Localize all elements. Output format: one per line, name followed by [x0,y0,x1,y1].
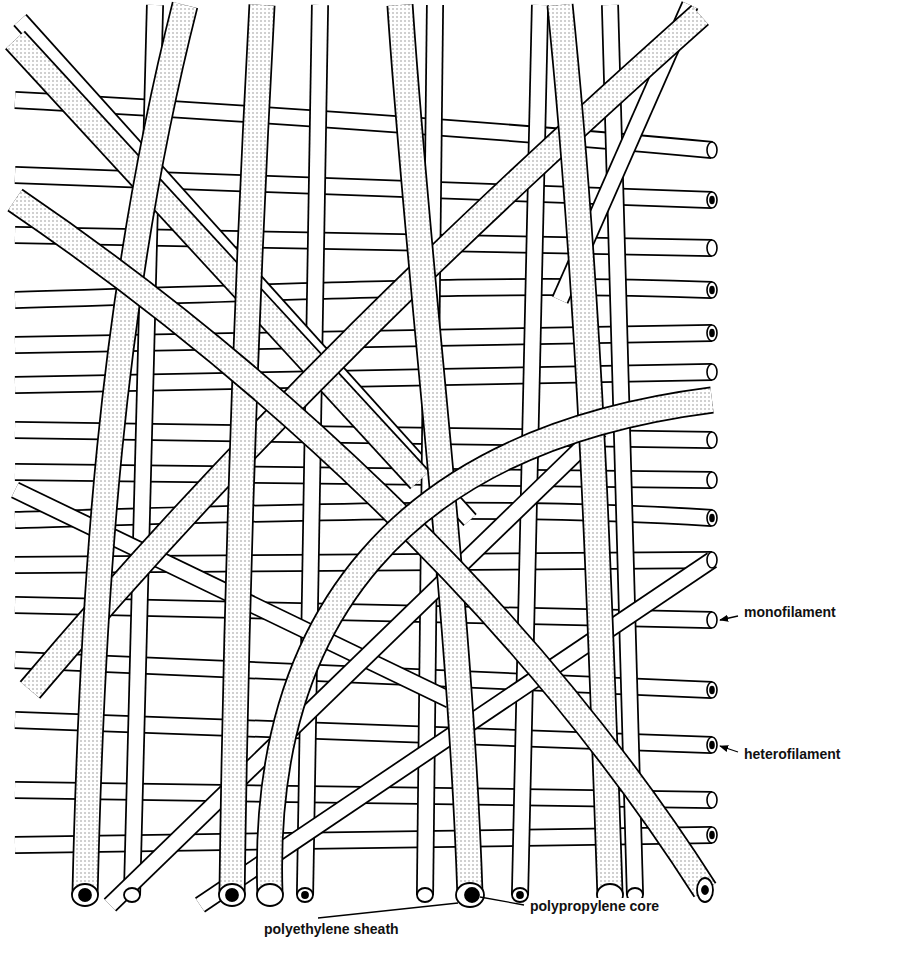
part-label: monofilament [742,604,838,620]
filament-ends-right [707,142,717,843]
part-label: polypropylene core [528,898,661,914]
part-label: heterofilament [742,746,842,762]
foreground-filaments [15,5,712,895]
leader-lines [318,616,738,918]
part-label: polyethylene sheath [262,921,401,937]
background-filaments [15,5,712,905]
